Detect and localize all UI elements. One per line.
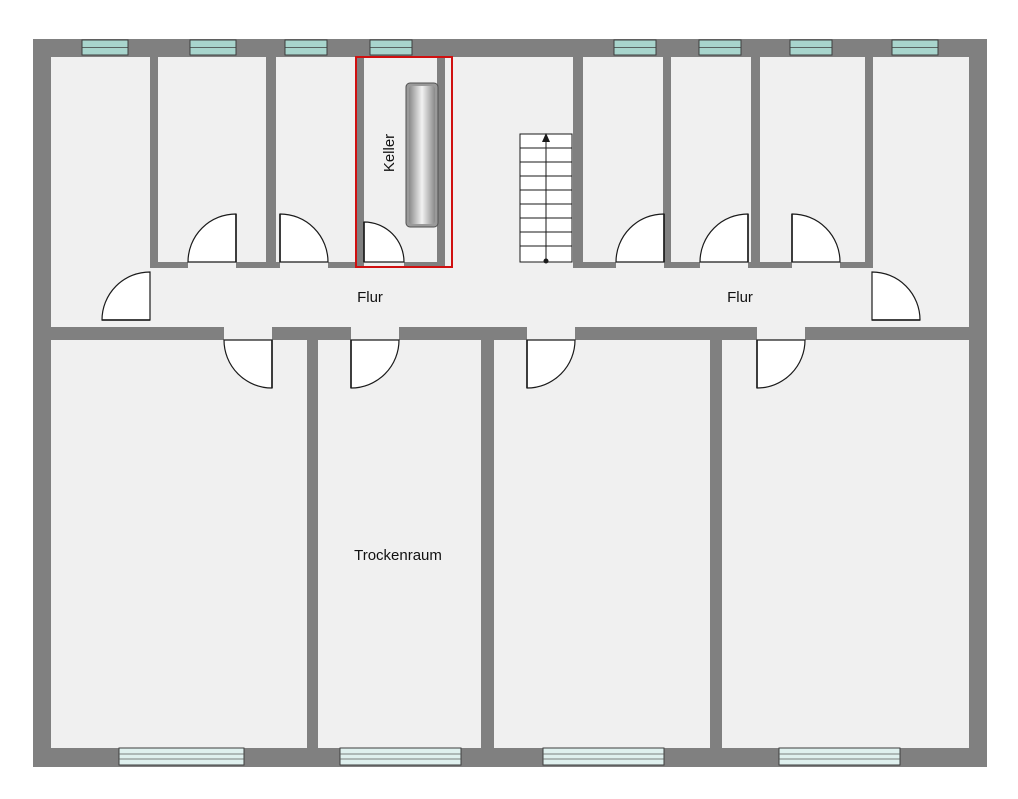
door-swing-icon bbox=[756, 339, 806, 389]
room-bottom-3 bbox=[494, 340, 710, 748]
door-swing-icon bbox=[279, 213, 329, 263]
tank-icon bbox=[405, 82, 439, 228]
window-icon bbox=[542, 747, 665, 766]
door-swing-icon bbox=[615, 213, 665, 263]
stairs-icon bbox=[519, 133, 573, 264]
room-bottom-1 bbox=[51, 340, 307, 748]
door-swing-icon bbox=[187, 213, 237, 263]
door-swing-icon bbox=[363, 221, 405, 263]
door-swing-icon bbox=[223, 339, 273, 389]
window-icon bbox=[698, 39, 742, 56]
windows-bottom bbox=[118, 747, 901, 766]
floor-areas bbox=[51, 57, 969, 748]
door-swing-icon bbox=[699, 213, 749, 263]
room-trockenraum bbox=[318, 340, 481, 748]
window-icon bbox=[789, 39, 833, 56]
window-icon bbox=[284, 39, 328, 56]
label-flur-right: Flur bbox=[727, 289, 753, 306]
windows-top bbox=[81, 39, 939, 56]
door-swing-icon bbox=[526, 339, 576, 389]
door-swing-icon bbox=[871, 271, 921, 321]
window-icon bbox=[613, 39, 657, 56]
label-flur-left: Flur bbox=[357, 289, 383, 306]
room-bottom-4 bbox=[722, 340, 969, 748]
window-icon bbox=[778, 747, 901, 766]
room-flur bbox=[150, 268, 873, 327]
window-icon bbox=[81, 39, 129, 56]
doors bbox=[101, 213, 921, 389]
window-icon bbox=[891, 39, 939, 56]
door-swing-icon bbox=[101, 271, 151, 321]
window-icon bbox=[339, 747, 462, 766]
window-icon bbox=[189, 39, 237, 56]
label-trockenraum: Trockenraum bbox=[354, 547, 442, 564]
label-keller: Keller bbox=[381, 134, 398, 172]
window-icon bbox=[118, 747, 245, 766]
window-icon bbox=[369, 39, 413, 56]
door-swing-icon bbox=[791, 213, 841, 263]
keller-highlight bbox=[355, 56, 453, 268]
door-swing-icon bbox=[350, 339, 400, 389]
